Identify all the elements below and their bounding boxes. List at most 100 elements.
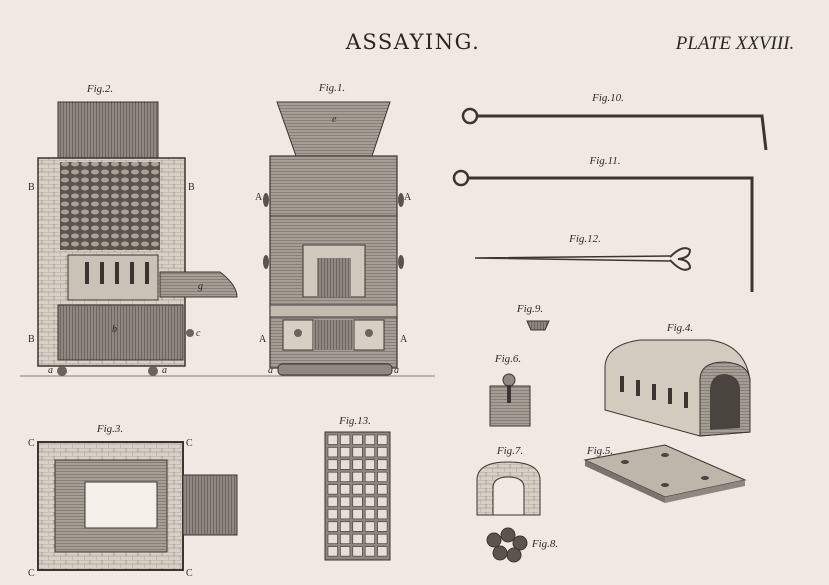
fig-11-label: Fig.11. (589, 155, 621, 167)
tray-cell (327, 484, 338, 495)
letter-a: a (268, 365, 273, 376)
fig-4-label: Fig.4. (666, 322, 693, 334)
tray-cell (327, 471, 338, 483)
tray-cell (327, 546, 338, 557)
figure-4-muffle: Fig.4. (604, 322, 751, 437)
fig-7-label: Fig.7. (496, 445, 523, 457)
letter-b: b (112, 324, 117, 335)
tray-cell (340, 533, 351, 545)
tray-cell (340, 496, 351, 507)
letter-a: a (48, 365, 53, 376)
tray-cell (340, 447, 351, 458)
tray-cell (327, 447, 338, 458)
tray-cell (377, 546, 388, 557)
tray-cell (352, 496, 363, 507)
fig-12-label: Fig.12. (568, 233, 601, 245)
tray-cell (340, 434, 351, 445)
letter-A: A (255, 192, 263, 203)
letter-B: B (28, 334, 35, 345)
tray-cell (352, 471, 363, 483)
tray-cell (327, 459, 338, 470)
letter-C: C (186, 568, 193, 579)
tray-cell (352, 521, 363, 532)
tray-cell (327, 434, 338, 445)
tray-cell (340, 471, 351, 483)
tray-cell (352, 546, 363, 557)
letter-A: A (259, 334, 267, 345)
letter-C: C (28, 438, 35, 449)
letter-A: A (404, 192, 412, 203)
figure-13-grid-tray: Fig.13. (324, 415, 391, 561)
letter-c: c (196, 328, 201, 339)
tray-cell (352, 533, 363, 545)
tray-cell (377, 434, 388, 445)
letter-g: g (198, 281, 203, 292)
plate-title: ASSAYING. (345, 30, 481, 54)
tray-cell (327, 496, 338, 507)
figure-5-plate: Fig.5. (583, 444, 747, 503)
tray-cell (364, 471, 376, 483)
fig-9-label: Fig.9. (516, 303, 543, 315)
letter-a: a (394, 365, 399, 376)
tray-cell (340, 546, 351, 557)
letter-C: C (186, 438, 193, 449)
tray-cell (327, 533, 338, 545)
figure-9-cupel: Fig.9. (516, 303, 550, 331)
tray-cell (340, 459, 351, 470)
fig-6-label: Fig.6. (494, 353, 521, 365)
tray-cell (377, 533, 388, 545)
figure-10-rake: Fig.10. (461, 92, 768, 151)
tray-cell (340, 509, 351, 520)
tray-cell (352, 434, 363, 445)
fig-10-label: Fig.10. (591, 92, 624, 104)
tray-cell (377, 471, 388, 483)
tray-cell (364, 496, 376, 507)
figure-8-balls: Fig.8. (486, 527, 558, 563)
tray-cell (377, 496, 388, 507)
tray-cell (364, 459, 376, 470)
figure-2-furnace-section: Fig.2. g b c B B B a a (28, 83, 238, 376)
tray-cell (352, 459, 363, 470)
tray-cell (364, 509, 376, 520)
tray-cell (377, 459, 388, 470)
tray-cell (377, 447, 388, 458)
figure-12-tongs: Fig.12. (474, 233, 692, 271)
tray-cell (364, 546, 376, 557)
tray-cell (340, 521, 351, 532)
tray-cell (377, 521, 388, 532)
fig-8-label: Fig.8. (531, 538, 558, 550)
fig-2-label: Fig.2. (86, 83, 113, 95)
tray-cell (364, 434, 376, 445)
tray-cell (352, 509, 363, 520)
figure-7-arch: Fig.7. (476, 445, 541, 516)
tray-cell (364, 484, 376, 495)
tray-cell (340, 484, 351, 495)
letter-e: e (332, 114, 337, 125)
figure-3-plan: Fig.3. C C C C (28, 423, 238, 579)
tray-cell (364, 533, 376, 545)
tray-cell (377, 484, 388, 495)
tray-cell (327, 509, 338, 520)
tray-cells (327, 434, 388, 557)
tray-cell (352, 447, 363, 458)
letter-a: a (162, 365, 167, 376)
letter-C: C (28, 568, 35, 579)
tray-cell (364, 521, 376, 532)
tray-cell (377, 509, 388, 520)
fig-3-label: Fig.3. (96, 423, 123, 435)
tray-cell (352, 484, 363, 495)
letter-B: B (188, 182, 195, 193)
figure-11-rake: Fig.11. (452, 155, 754, 292)
fig-13-label: Fig.13. (338, 415, 371, 427)
tray-cell (364, 447, 376, 458)
figure-1-furnace-front: Fig.1. e A A A A a a (255, 82, 412, 376)
fig-5-label: Fig.5. (586, 445, 613, 457)
letter-B: B (28, 182, 35, 193)
figure-6-mould: Fig.6. (489, 353, 531, 427)
letter-A: A (400, 334, 408, 345)
fig-1-label: Fig.1. (318, 82, 345, 94)
tray-cell (327, 521, 338, 532)
plate-number: PLATE XXVIII. (675, 33, 795, 54)
